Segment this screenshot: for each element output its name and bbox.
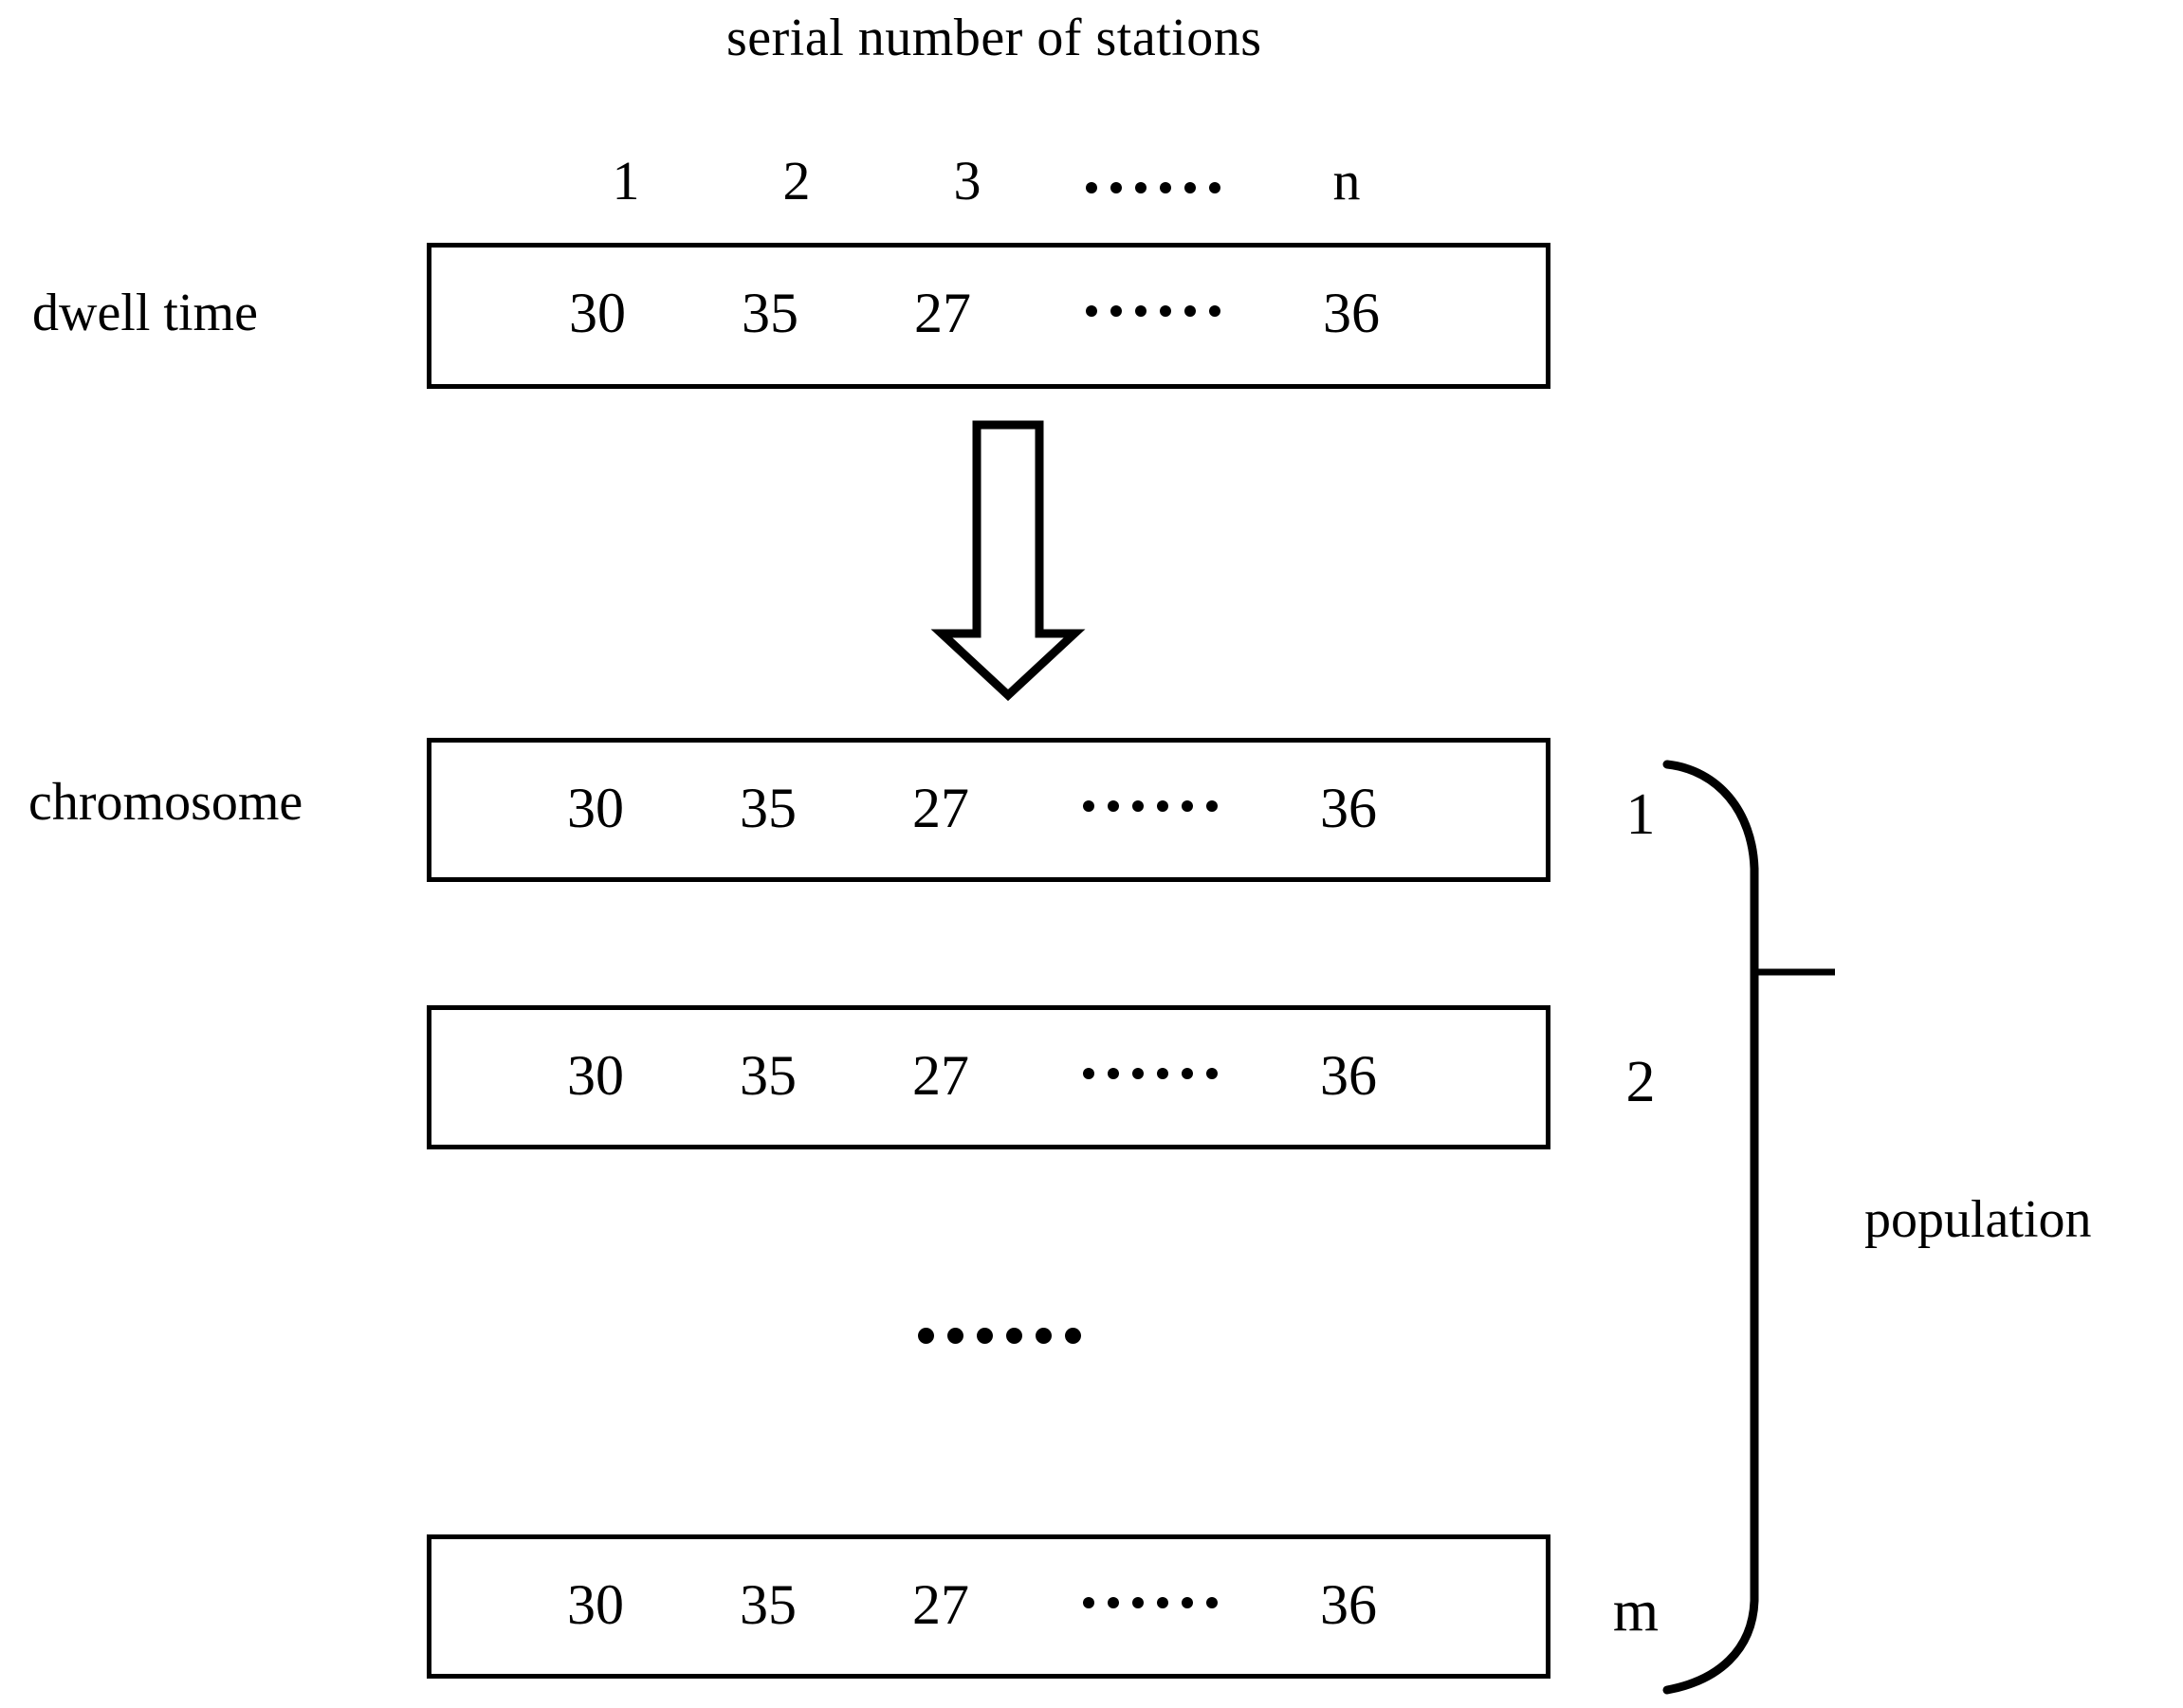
chromosome-list-ellipsis-icon xyxy=(918,1328,1081,1344)
dwell-time-cell-2: 35 xyxy=(742,282,798,344)
chromosome-1-cell-2: 35 xyxy=(740,777,797,839)
chromosome-2-cell-n: 36 xyxy=(1320,1044,1377,1107)
chromosome-2-cell-1: 30 xyxy=(567,1044,624,1107)
station-header-n: n xyxy=(1332,150,1361,211)
dwell-time-cell-3: 27 xyxy=(914,282,971,344)
station-header-1: 1 xyxy=(612,150,640,211)
chromosome-index-2: 2 xyxy=(1625,1050,1656,1114)
dwell-time-cell-ellipsis-icon xyxy=(1086,305,1220,317)
dwell-time-box xyxy=(427,243,1550,389)
chromosome-m-cell-ellipsis-icon xyxy=(1083,1597,1218,1608)
chromosome-label: chromosome xyxy=(28,773,303,832)
dwell-time-label: dwell time xyxy=(32,284,258,342)
chromosome-2-cell-ellipsis-icon xyxy=(1083,1068,1218,1079)
chromosome-1-cell-ellipsis-icon xyxy=(1083,800,1218,812)
chromosome-index-1: 1 xyxy=(1625,782,1656,847)
dwell-time-cell-1: 30 xyxy=(569,282,626,344)
chromosome-1-cell-1: 30 xyxy=(567,777,624,839)
chromosome-2-cell-2: 35 xyxy=(740,1044,797,1107)
chromosome-m-cell-1: 30 xyxy=(567,1573,624,1636)
station-header-ellipsis-icon xyxy=(1086,182,1220,193)
chromosome-m-cell-3: 27 xyxy=(912,1573,969,1636)
chromosome-box-2 xyxy=(427,1005,1550,1149)
page-title: serial number of stations xyxy=(726,9,1262,67)
chromosome-m-cell-2: 35 xyxy=(740,1573,797,1636)
chromosome-1-cell-n: 36 xyxy=(1320,777,1377,839)
chromosome-index-m: m xyxy=(1612,1579,1660,1644)
dwell-time-cell-n: 36 xyxy=(1323,282,1380,344)
population-label: population xyxy=(1864,1190,2092,1249)
station-header-2: 2 xyxy=(782,150,811,211)
chromosome-1-cell-3: 27 xyxy=(912,777,969,839)
chromosome-box-m xyxy=(427,1534,1550,1679)
station-header-3: 3 xyxy=(953,150,981,211)
chromosome-box-1 xyxy=(427,738,1550,882)
chromosome-m-cell-n: 36 xyxy=(1320,1573,1377,1636)
chromosome-2-cell-3: 27 xyxy=(912,1044,969,1107)
